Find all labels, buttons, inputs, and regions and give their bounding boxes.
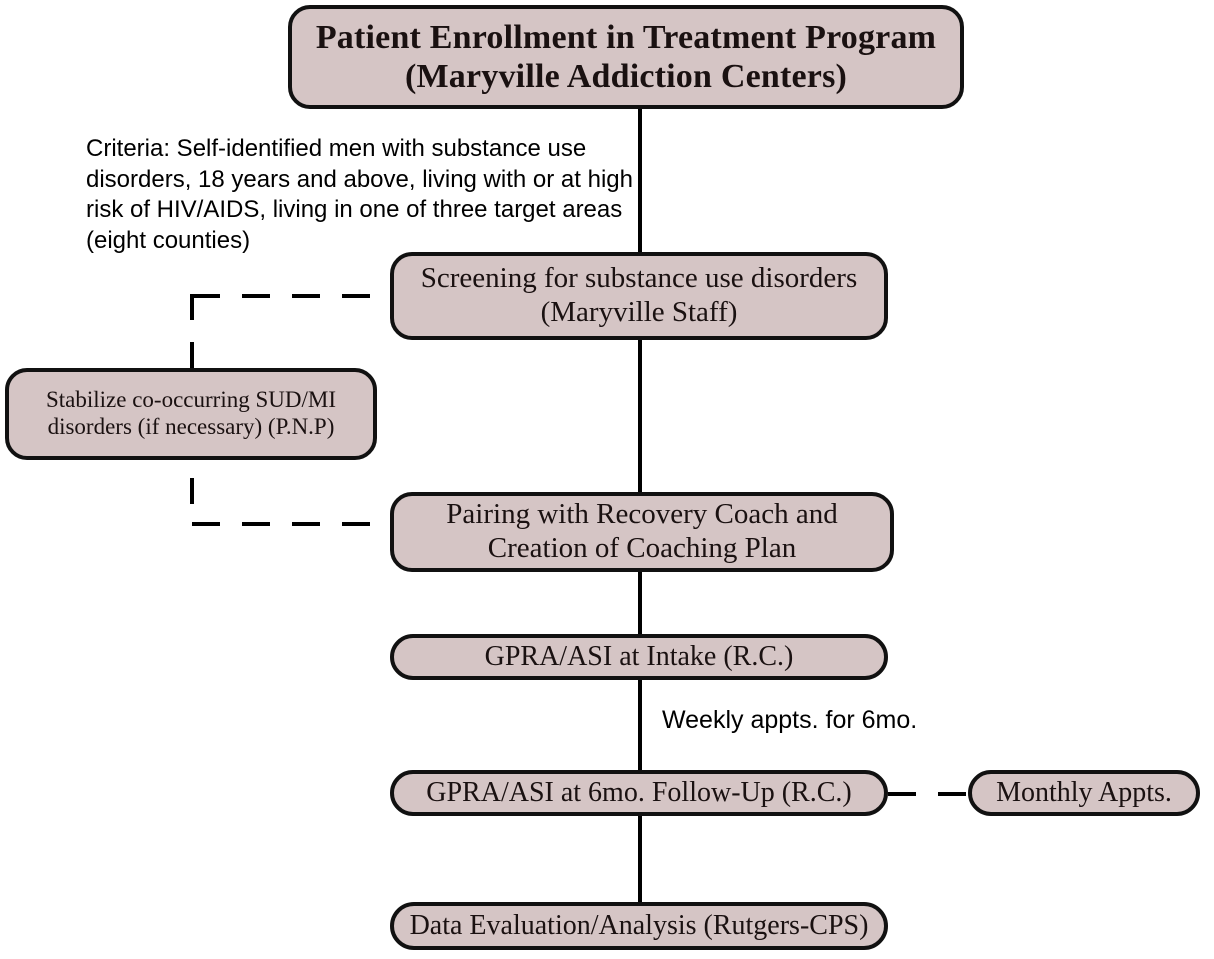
node-label: GPRA/ASI at 6mo. Follow-Up (R.C.): [426, 776, 852, 808]
node-gpra-intake[interactable]: GPRA/ASI at Intake (R.C.): [390, 634, 888, 680]
node-data-evaluation[interactable]: Data Evaluation/Analysis (Rutgers-CPS): [390, 902, 888, 950]
connector-title-to-screening: [638, 106, 642, 256]
node-label: Stabilize co-occurring SUD/MI disorders …: [46, 387, 336, 439]
connector-gpra-intake-to-followup: [638, 676, 642, 772]
node-pairing[interactable]: Pairing with Recovery Coach and Creation…: [390, 492, 894, 572]
node-gpra-followup[interactable]: GPRA/ASI at 6mo. Follow-Up (R.C.): [390, 770, 888, 816]
connector-dashed-stabilize-to-pairing: [192, 522, 392, 526]
node-monthly-appts[interactable]: Monthly Appts.: [968, 770, 1200, 816]
node-stabilize[interactable]: Stabilize co-occurring SUD/MI disorders …: [5, 368, 377, 460]
connector-dashed-vertical-upper: [190, 294, 194, 398]
edge-label-weekly-appts: Weekly appts. for 6mo.: [662, 706, 918, 734]
node-label: Screening for substance use disorders (M…: [420, 262, 858, 328]
criteria-note-text: Criteria: Self-identified men with subst…: [86, 135, 633, 255]
node-patient-enrollment-title[interactable]: Patient Enrollment in Treatment Program …: [288, 5, 964, 109]
node-screening[interactable]: Screening for substance use disorders (M…: [390, 252, 888, 340]
node-label: Monthly Appts.: [996, 776, 1172, 808]
node-label: Data Evaluation/Analysis (Rutgers-CPS): [409, 909, 869, 941]
connector-followup-to-data-evaluation: [638, 816, 642, 904]
connector-pairing-to-gpra-intake: [638, 566, 642, 638]
node-label: GPRA/ASI at Intake (R.C.): [484, 640, 794, 672]
node-label: Pairing with Recovery Coach and Creation…: [446, 498, 838, 564]
connector-dashed-vertical-lower: [190, 430, 194, 526]
connector-dashed-screening-to-stabilize: [192, 294, 392, 298]
connector-screening-to-pairing: [638, 336, 642, 498]
node-label: Patient Enrollment in Treatment Program …: [315, 18, 937, 95]
connector-dashed-followup-to-monthly: [888, 792, 972, 796]
